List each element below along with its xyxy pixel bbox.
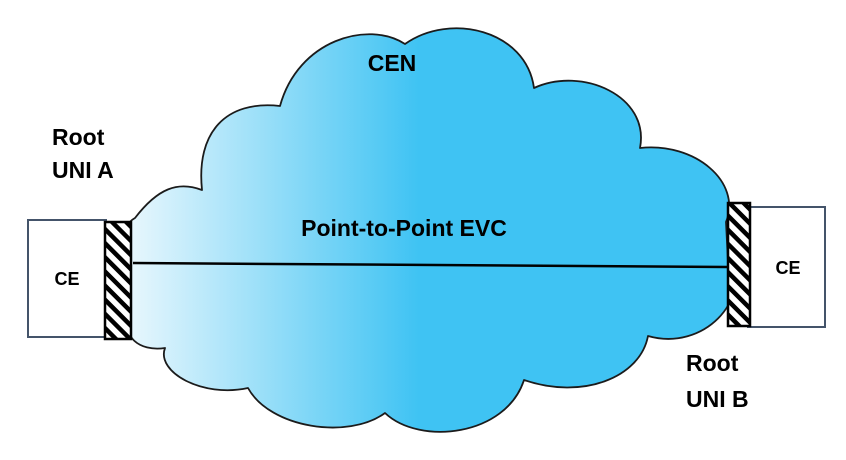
ce-right-label: CE [775, 258, 800, 278]
evc-line [132, 261, 728, 269]
right-role-label: Root [686, 350, 739, 376]
uni-b-port [726, 201, 752, 328]
ce-box-left [27, 219, 107, 338]
left-role-label: Root [52, 124, 105, 150]
uni-a-port [103, 220, 133, 341]
cen-label: CEN [368, 50, 417, 76]
right-uni-label: UNI B [686, 386, 749, 412]
evc-label: Point-to-Point EVC [301, 215, 507, 241]
ce-left-label: CE [54, 269, 79, 289]
left-uni-label: UNI A [52, 157, 114, 183]
